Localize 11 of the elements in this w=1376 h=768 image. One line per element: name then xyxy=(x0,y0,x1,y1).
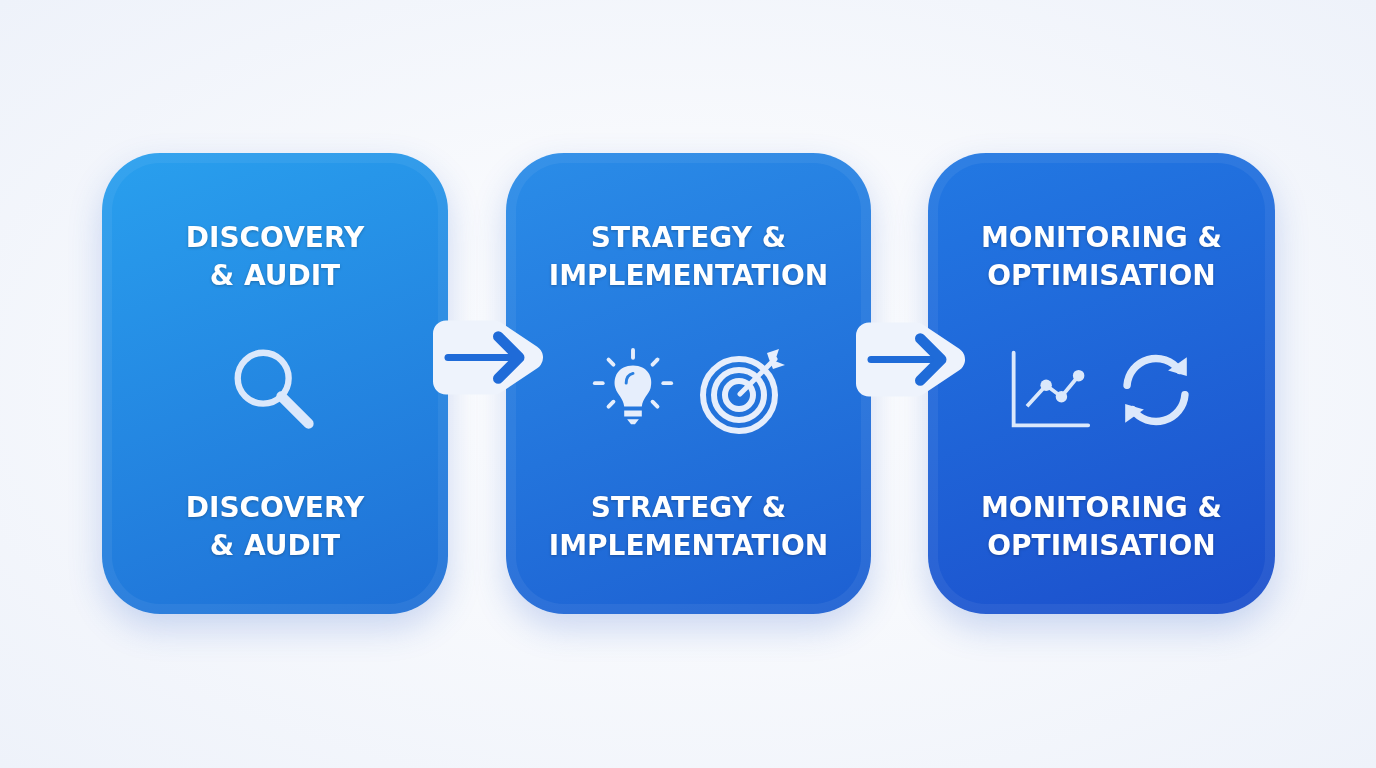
stage-caption: DISCOVERY & AUDIT xyxy=(184,490,366,564)
stage-caption: STRATEGY & IMPLEMENTATION xyxy=(547,490,830,564)
arrow xyxy=(867,333,947,386)
stage-title: DISCOVERY & AUDIT xyxy=(184,220,366,294)
stage-caption: MONITORING & OPTIMISATION xyxy=(980,490,1223,564)
stage-box xyxy=(928,153,1275,614)
stage-title: MONITORING & OPTIMISATION xyxy=(980,220,1223,294)
stage-title: STRATEGY & IMPLEMENTATION xyxy=(547,220,830,294)
stage-box xyxy=(506,153,871,614)
stage-box xyxy=(102,153,448,614)
arrow xyxy=(444,331,525,384)
